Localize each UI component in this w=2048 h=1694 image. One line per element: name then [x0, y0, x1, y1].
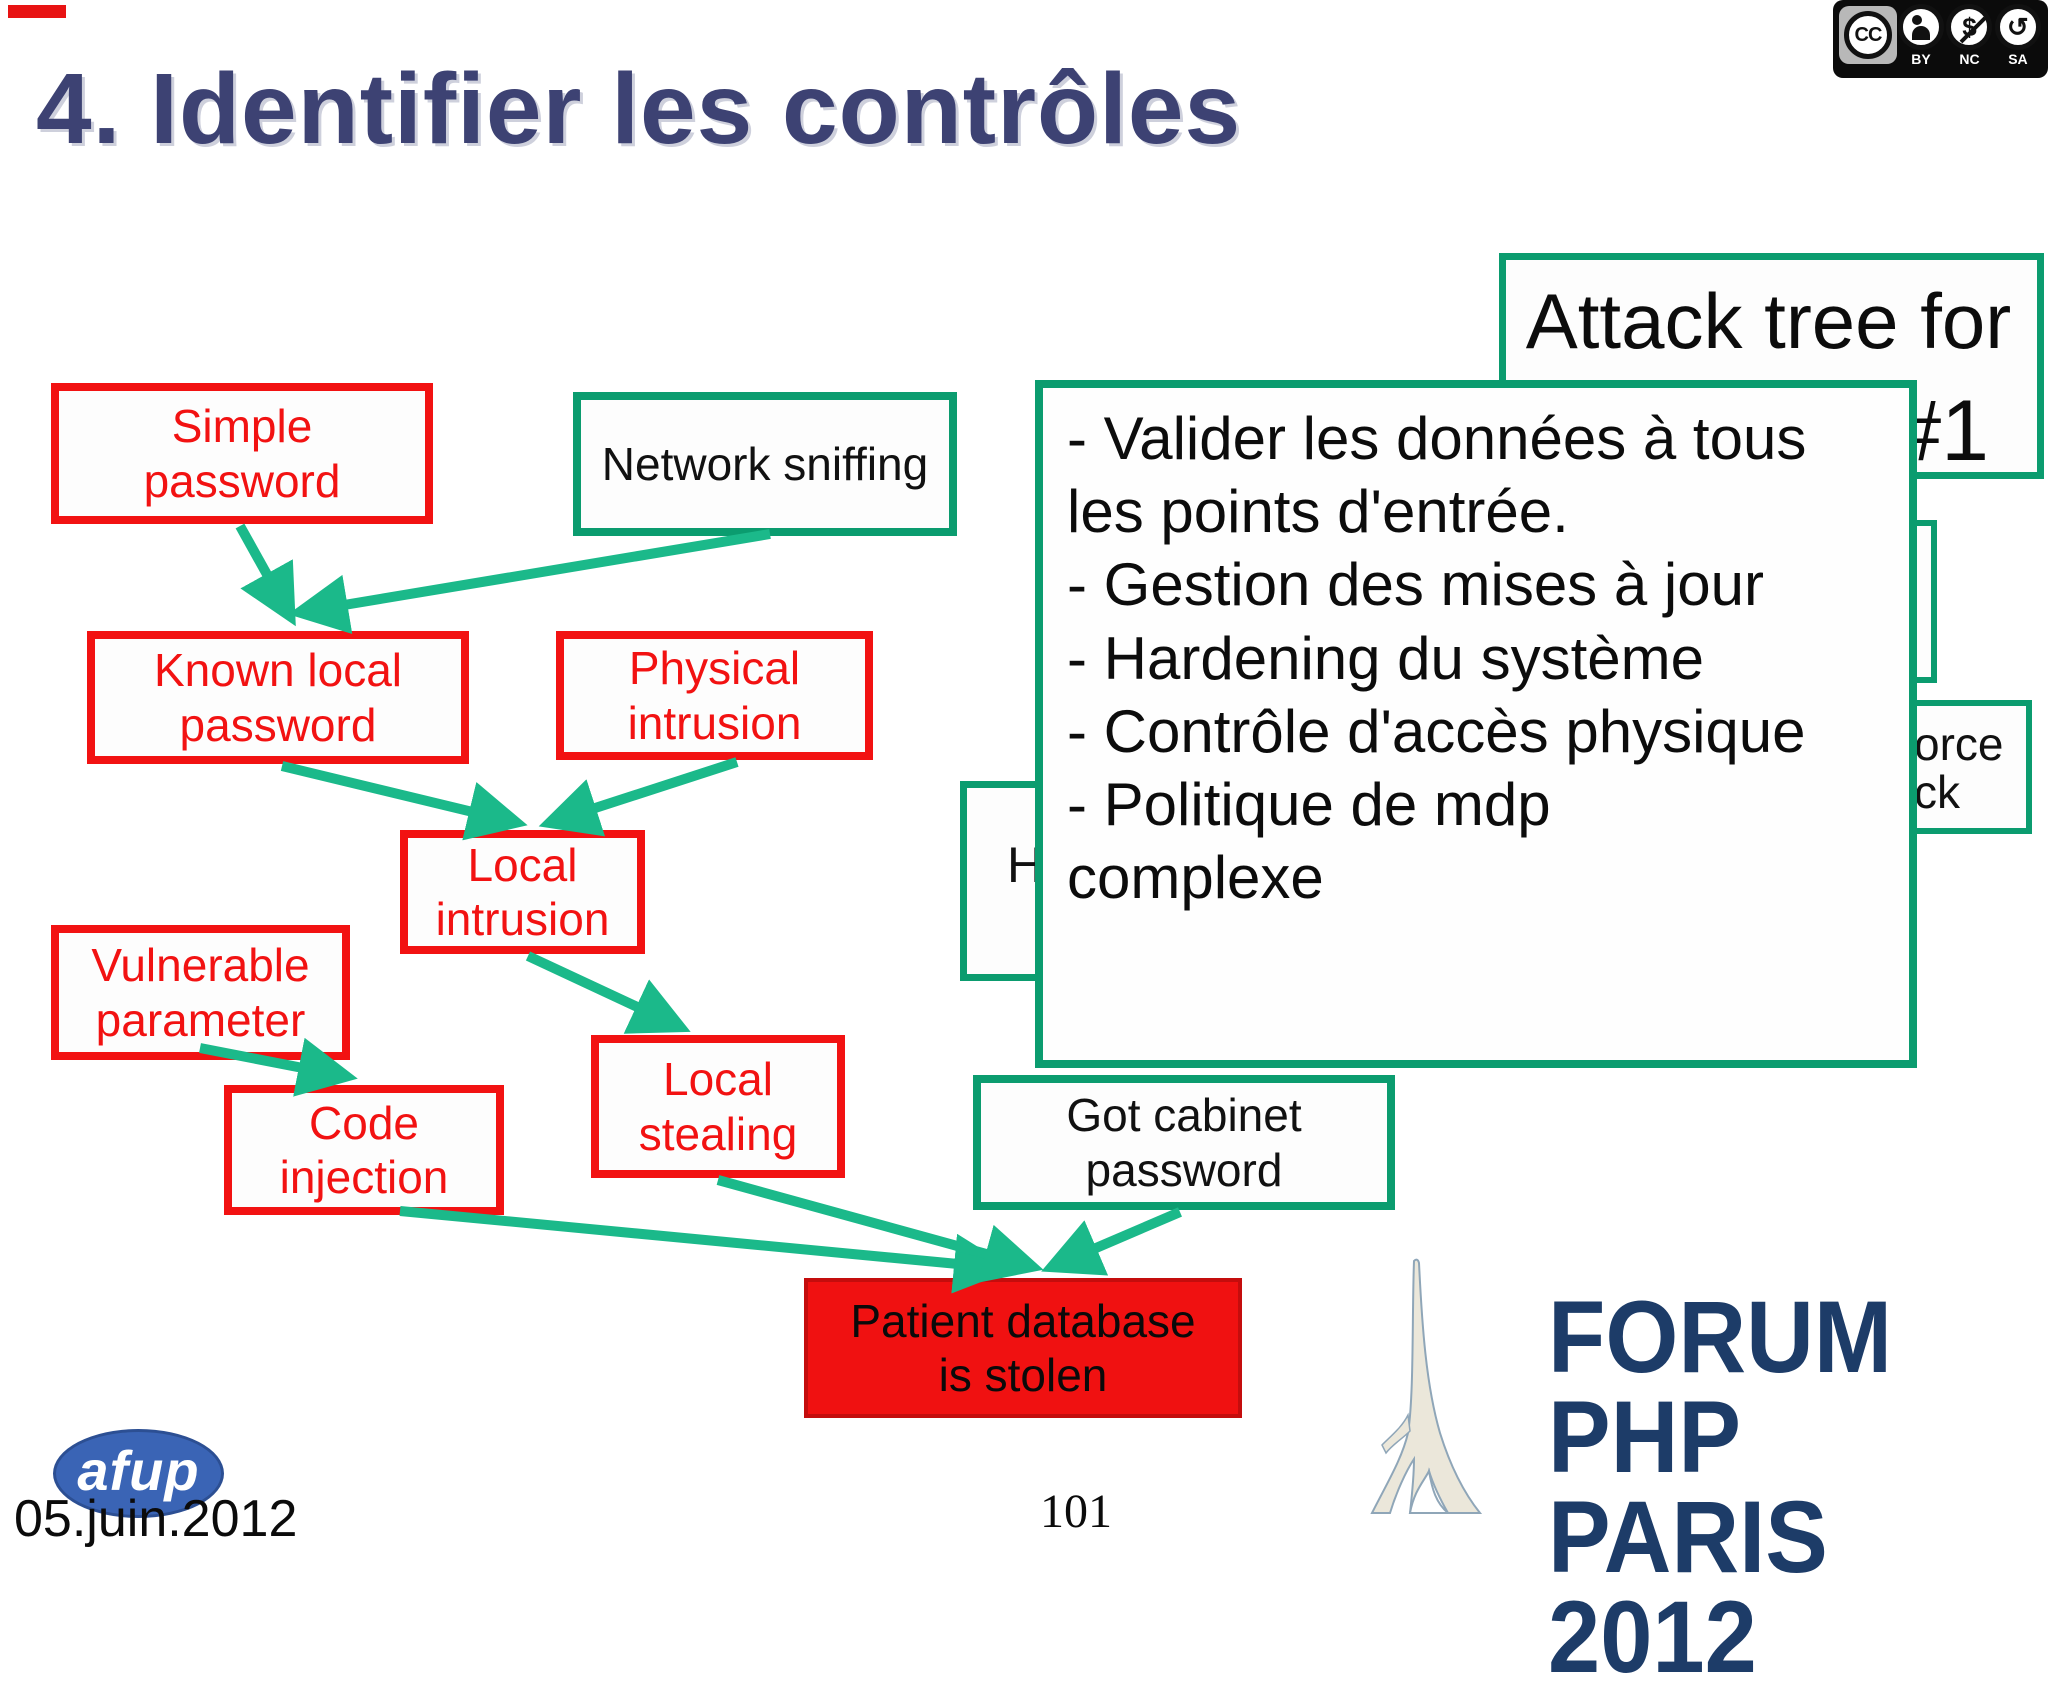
page-title: 4. Identifier les contrôles — [36, 53, 1242, 165]
afup-logo: afup — [53, 1429, 224, 1518]
node-physical-intrusion: Physical intrusion — [556, 631, 873, 760]
arrow-physical-to-localintrusion — [538, 757, 739, 837]
arrow-codeinjection-to-patient — [399, 1206, 1014, 1294]
cc-license-badge: CC $ ↺ BY NC SA — [1833, 0, 2048, 78]
attack-tree-heading-line1: Attack tree for — [1525, 277, 2012, 365]
corner-red-mark — [8, 5, 66, 18]
node-got-cabinet-password: Got cabinet password — [973, 1075, 1395, 1210]
node-known-local-password: Known local password — [87, 631, 469, 764]
arrow-localintrusion-to-localstealing — [525, 951, 691, 1034]
arrow-gotcabinet-to-patient — [1041, 1207, 1182, 1276]
cc-nc-icon: $ — [1946, 4, 1993, 50]
cc-logo-icon: CC — [1844, 11, 1892, 59]
slide-date: 05.juin.2012 — [14, 1490, 298, 1548]
arrow-known-to-localintrusion — [280, 761, 528, 841]
node-vulnerable-parameter: Vulnerable parameter — [51, 925, 350, 1060]
cc-logo-tile: CC — [1839, 6, 1897, 64]
hidden-node-right-visible-text: orce ck — [1914, 718, 2004, 819]
node-local-stealing: Local stealing — [591, 1035, 845, 1178]
cc-nc-label: NC — [1959, 51, 1980, 67]
node-code-injection: Code injection — [224, 1085, 504, 1215]
cc-by-label: BY — [1911, 51, 1931, 67]
cc-sa-label: SA — [2008, 51, 2028, 67]
node-local-intrusion: Local intrusion — [400, 830, 645, 954]
node-simple-password: Simple password — [51, 383, 433, 524]
event-logo: FORUM PHP PARIS 2012 — [1548, 1280, 1893, 1694]
cc-by-icon — [1898, 4, 1945, 50]
slide-page-number: 101 — [1040, 1485, 1112, 1538]
arrow-simple-to-known — [235, 523, 296, 627]
cc-conditions: $ ↺ BY NC SA — [1897, 4, 2042, 67]
node-patient-database-stolen: Patient database is stolen — [804, 1278, 1242, 1418]
controls-overlay-box: - Valider les données à tous les points … — [1035, 380, 1917, 1068]
afup-logo-text: afup — [77, 1439, 200, 1502]
node-network-sniffing: Network sniffing — [573, 392, 957, 536]
eiffel-tower-sketch — [1370, 1258, 1483, 1514]
cc-sa-icon: ↺ — [1994, 4, 2041, 50]
arrow-network-to-known — [288, 529, 771, 635]
controls-overlay-text: - Valider les données à tous les points … — [1067, 405, 1807, 912]
